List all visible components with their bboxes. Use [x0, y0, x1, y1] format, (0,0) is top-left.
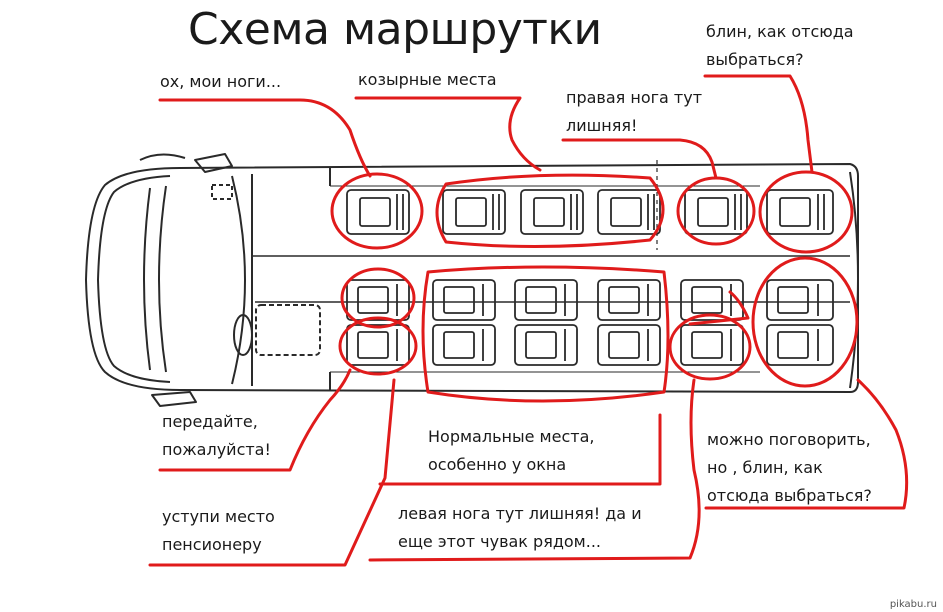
note-right-leg-line2: лишняя! [566, 116, 638, 135]
note-legs: ох, мои ноги... [160, 72, 282, 91]
circle-legs-seat [330, 172, 424, 250]
note-pass-it: передайте, пожалуйста! [162, 408, 271, 464]
note-normal-seats-line2: особенно у окна [428, 455, 567, 474]
circle-can-talk-seat [751, 256, 859, 388]
seat-top-3 [520, 189, 584, 235]
seat-low-5b [680, 324, 744, 366]
note-can-talk-line2: но , блин, как [707, 458, 823, 477]
seat-low-2a [432, 279, 496, 321]
note-left-leg-line2: еще этот чувак рядом... [398, 532, 602, 551]
note-can-talk-line3: отсюда выбраться? [707, 486, 872, 505]
note-get-out-line2: выбраться? [706, 50, 804, 69]
seat-low-1a [346, 279, 410, 321]
seat-low-1b [346, 324, 410, 366]
circle-get-out-seat [758, 170, 854, 254]
seat-top-5 [684, 189, 748, 235]
seat-low-6b [766, 324, 834, 366]
seat-top-2 [442, 189, 506, 235]
seat-top-4 [597, 189, 661, 235]
note-normal-seats: Нормальные места, особенно у окна [428, 423, 594, 479]
red-annotations [148, 74, 909, 567]
circle-best-seats [435, 173, 665, 249]
passenger-seats [346, 189, 834, 366]
watermark: pikabu.ru [889, 599, 937, 610]
note-give-seat: уступи место пенсионеру [162, 503, 275, 559]
note-pass-it-line2: пожалуйста! [162, 440, 271, 459]
circle-normal-seats [421, 265, 670, 403]
van-outline [85, 153, 859, 407]
note-pass-it-line1: передайте, [162, 412, 258, 431]
note-left-leg: левая нога тут лишняя! да и еще этот чув… [398, 500, 642, 556]
circle-left-leg-seat [668, 313, 752, 381]
seat-low-5a [680, 279, 744, 321]
circle-give-seat [338, 316, 418, 376]
seat-low-3a [514, 279, 578, 321]
seat-low-2b [432, 324, 496, 366]
note-normal-seats-line1: Нормальные места, [428, 427, 595, 446]
note-best-seats: козырные места [358, 70, 497, 89]
seat-low-6a [766, 279, 834, 321]
note-give-seat-line2: пенсионеру [162, 535, 262, 554]
note-can-talk: можно поговорить, но , блин, как отсюда … [707, 426, 872, 510]
circle-pass-it-seat [340, 267, 416, 329]
note-right-leg: правая нога тут лишняя! [566, 84, 702, 140]
note-right-leg-line1: правая нога тут [566, 88, 703, 107]
page-title: Схема маршрутки [188, 4, 602, 55]
note-get-out-line1: блин, как отсюда [706, 22, 854, 41]
seat-top-6 [766, 189, 834, 235]
note-left-leg-line1: левая нога тут лишняя! да и [398, 504, 642, 523]
note-get-out: блин, как отсюда выбраться? [706, 18, 854, 74]
seat-low-3b [514, 324, 578, 366]
seat-low-4a [597, 279, 661, 321]
seat-top-1 [346, 189, 410, 235]
note-give-seat-line1: уступи место [162, 507, 275, 526]
note-can-talk-line1: можно поговорить, [707, 430, 871, 449]
seat-low-4b [597, 324, 661, 366]
